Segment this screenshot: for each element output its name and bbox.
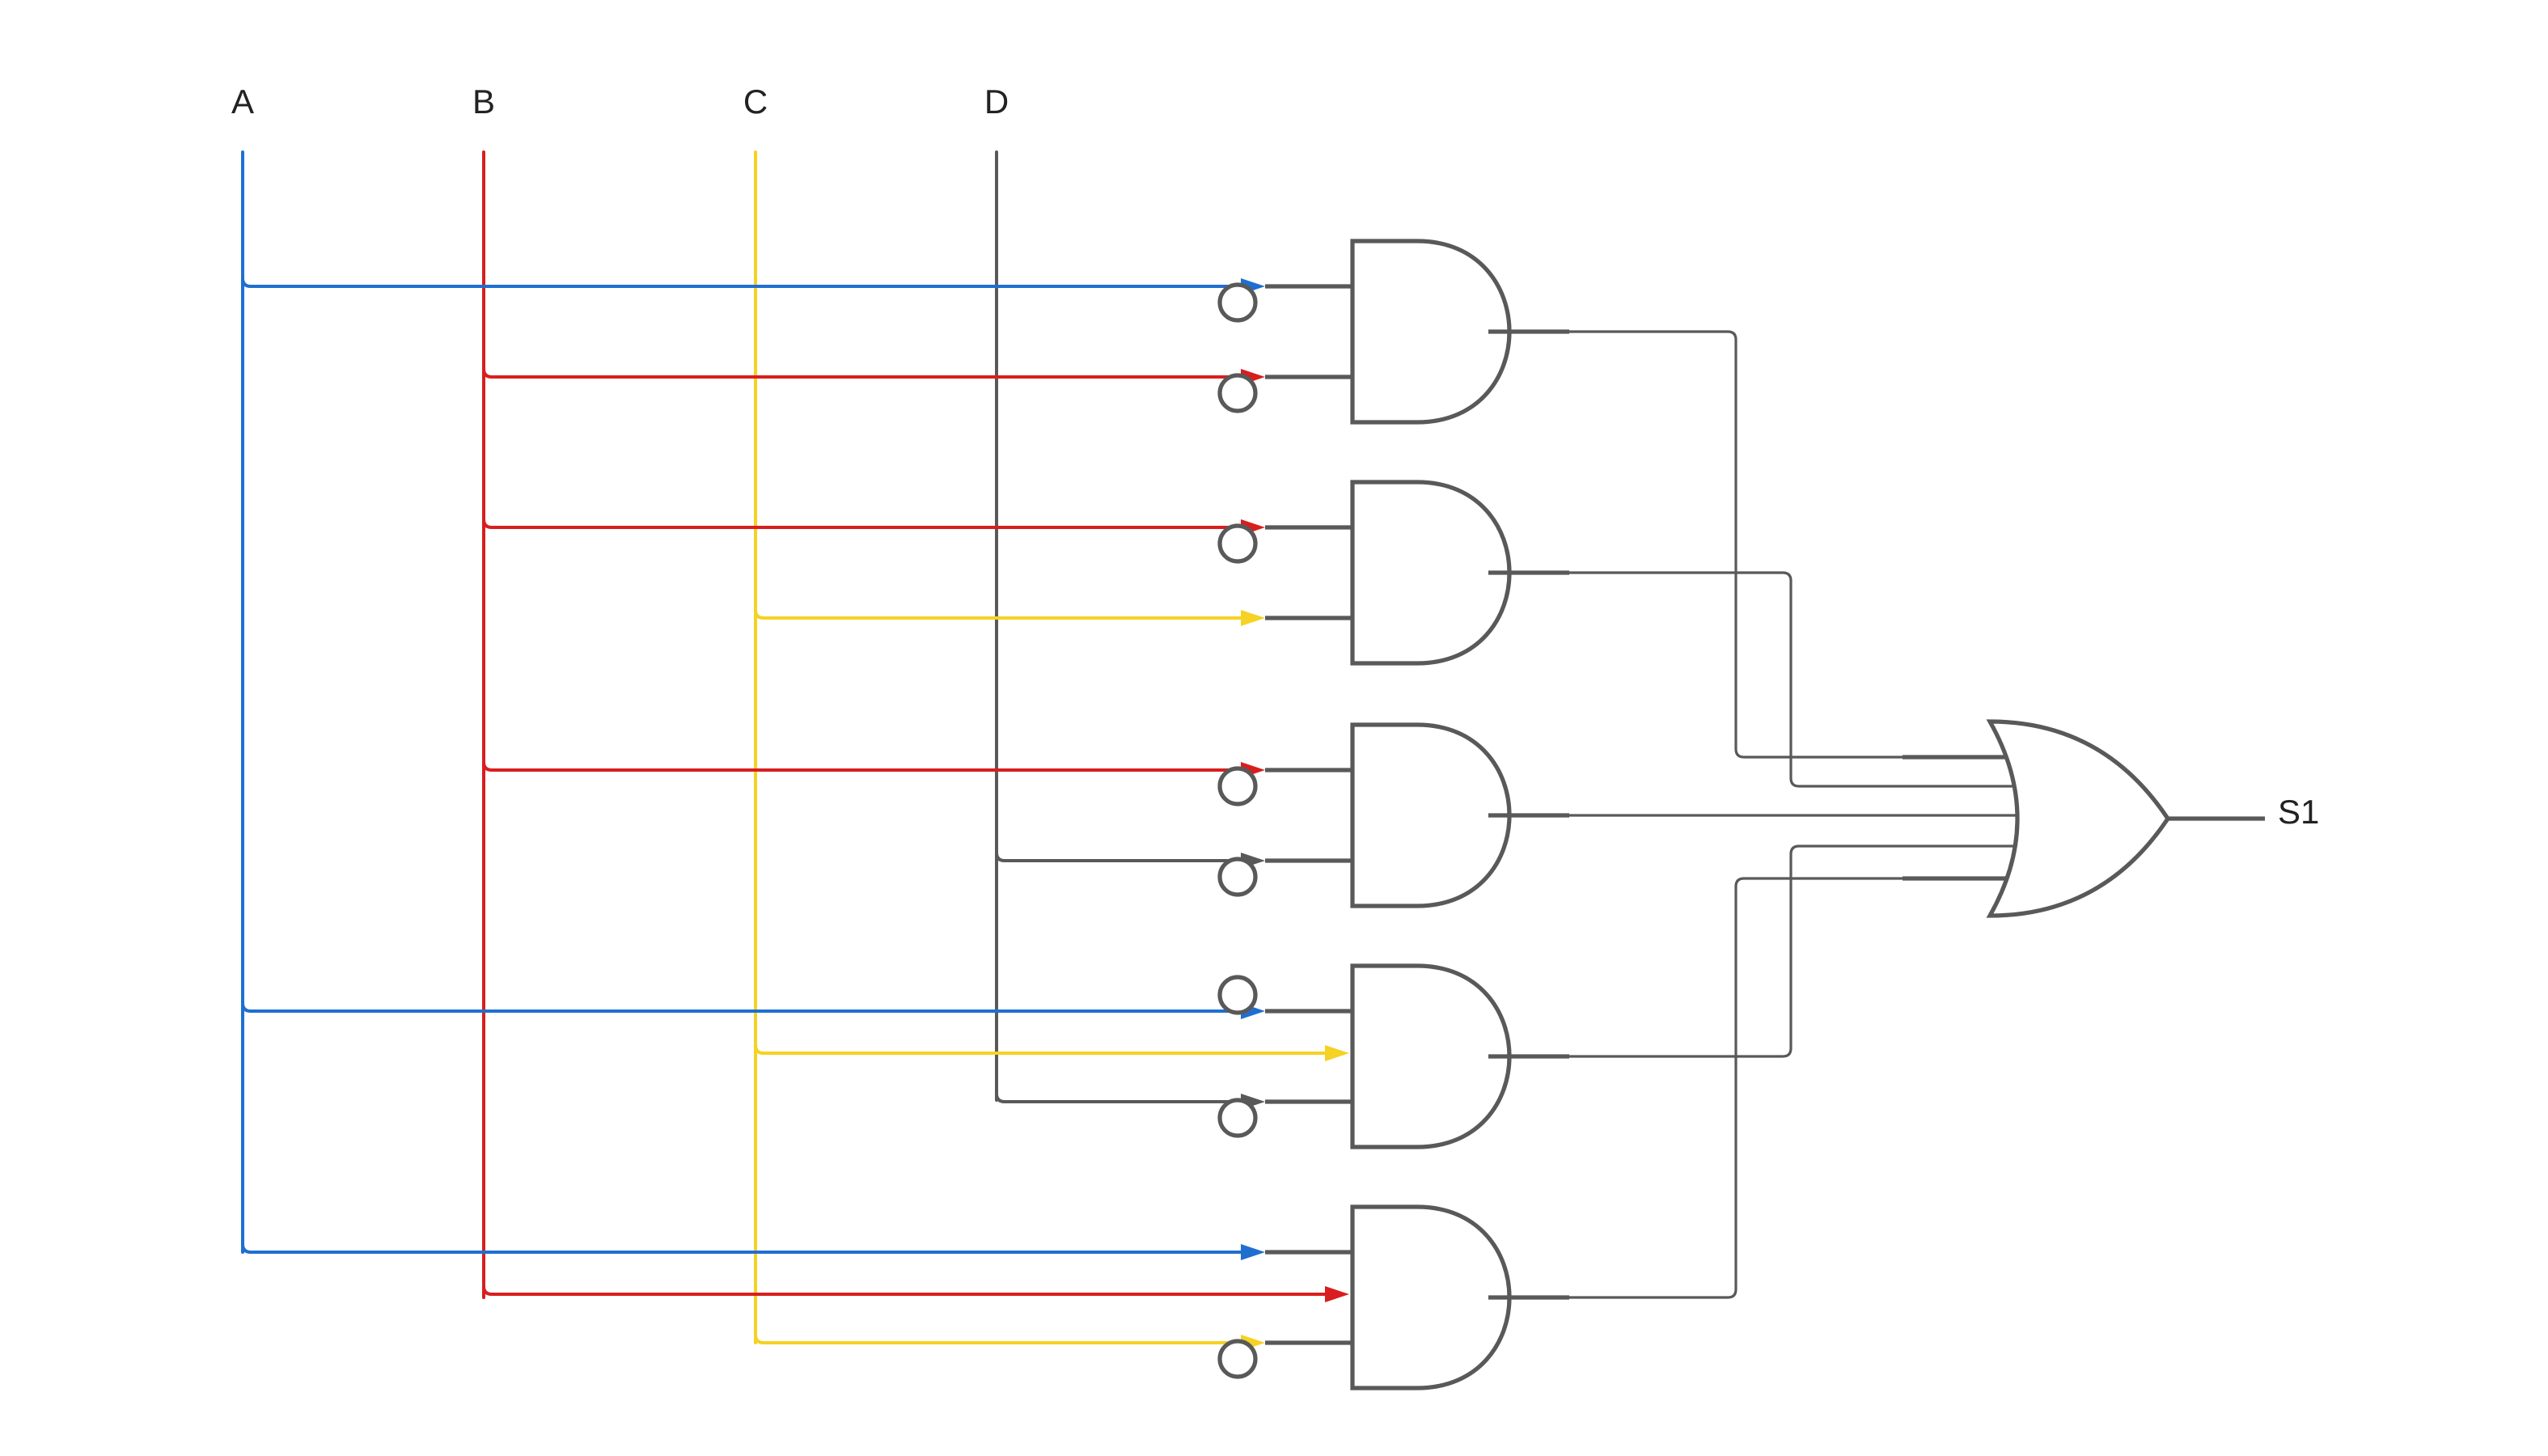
and-gate-4 — [1350, 963, 1512, 1149]
and-gate-3 — [1350, 722, 1512, 908]
gate-1-wire-b — [482, 367, 1247, 379]
input-label-a: A — [231, 83, 254, 121]
input-label-c: C — [743, 83, 768, 121]
and-gate-5-to-or-wire — [1569, 877, 2016, 1299]
input-label-b: B — [472, 83, 495, 121]
gate-5-wire-b — [482, 1285, 1331, 1296]
gate-2-arrow-c — [1241, 610, 1265, 626]
output-wire-layer — [1569, 330, 2016, 1299]
gate-3-wire-b — [482, 760, 1247, 772]
gate-5-wire-a — [241, 1242, 1247, 1254]
gate-4-inverter-bubble-a — [1217, 975, 1258, 1015]
gate-3-inverter-bubble-b — [1217, 766, 1258, 806]
and-gate-5 — [1350, 1204, 1512, 1390]
and-gate-4-to-or-wire — [1569, 844, 2016, 1058]
gate-4-wire-c — [754, 1043, 1331, 1055]
and-gate-2-to-or-wire — [1569, 571, 2016, 788]
input-label-d: D — [984, 83, 1009, 121]
gate-3-inverter-bubble-d — [1217, 857, 1258, 897]
or-gate — [1986, 719, 2171, 918]
gate-4-wire-a — [241, 1001, 1247, 1013]
gate-1-inverter-bubble-b — [1217, 373, 1258, 413]
gate-4-inverter-bubble-d — [1217, 1098, 1258, 1138]
gate-5-arrow-a — [1241, 1244, 1265, 1260]
gate-5-wire-c — [754, 1333, 1247, 1344]
gate-2-wire-c — [754, 608, 1247, 620]
gate-3-wire-d — [995, 851, 1247, 862]
and-gate-1-to-or-wire — [1569, 330, 2016, 759]
gate-2-inverter-bubble-b — [1217, 523, 1258, 564]
gate-2-wire-b — [482, 518, 1247, 529]
and-gate-1 — [1350, 239, 1512, 425]
gate-1-wire-a — [241, 277, 1247, 288]
gate-4-arrow-c — [1325, 1045, 1349, 1061]
gate-1-inverter-bubble-a — [1217, 282, 1258, 323]
gate-5-inverter-bubble-c — [1217, 1339, 1258, 1379]
gate-layer — [1217, 239, 2265, 1390]
output-label-s1: S1 — [2278, 793, 2319, 831]
gate-4-wire-d — [995, 1092, 1247, 1103]
and-gate-2 — [1350, 480, 1512, 666]
gate-5-arrow-b — [1325, 1286, 1349, 1302]
wire-layer — [241, 150, 1349, 1351]
